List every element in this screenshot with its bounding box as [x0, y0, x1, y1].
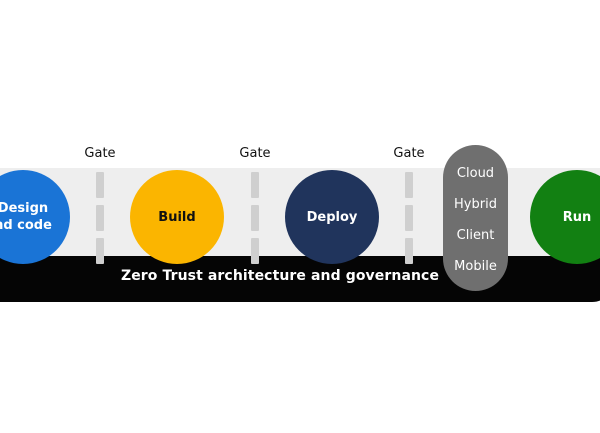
environment-pill: Cloud Hybrid Client Mobile [443, 145, 508, 291]
gate-divider-2 [251, 238, 259, 264]
gate-label-3: Gate [393, 146, 425, 161]
stage-design-label-line1: Design [0, 201, 49, 216]
foundation-label: Zero Trust architecture and governance [120, 268, 440, 284]
stage-run: Run [530, 170, 600, 264]
gate-divider-2 [251, 205, 259, 231]
stage-deploy-label: Deploy [306, 209, 358, 225]
gate-divider-3 [405, 238, 413, 264]
env-hybrid: Hybrid [454, 197, 497, 212]
gate-label-2: Gate [239, 146, 271, 161]
gate-divider-3 [405, 172, 413, 198]
gate-label-1: Gate [84, 146, 116, 161]
gate-divider-3 [405, 205, 413, 231]
stage-design-label-line2: nd code [0, 218, 52, 233]
gate-divider-1 [96, 205, 104, 231]
env-client: Client [456, 228, 495, 243]
env-mobile: Mobile [454, 259, 497, 274]
gate-divider-1 [96, 238, 104, 264]
stage-build: Build [130, 170, 224, 264]
gate-divider-2 [251, 172, 259, 198]
stage-run-label: Run [562, 209, 592, 225]
stage-deploy: Deploy [285, 170, 379, 264]
env-cloud: Cloud [456, 166, 495, 181]
stage-build-label: Build [158, 209, 196, 225]
gate-divider-1 [96, 172, 104, 198]
